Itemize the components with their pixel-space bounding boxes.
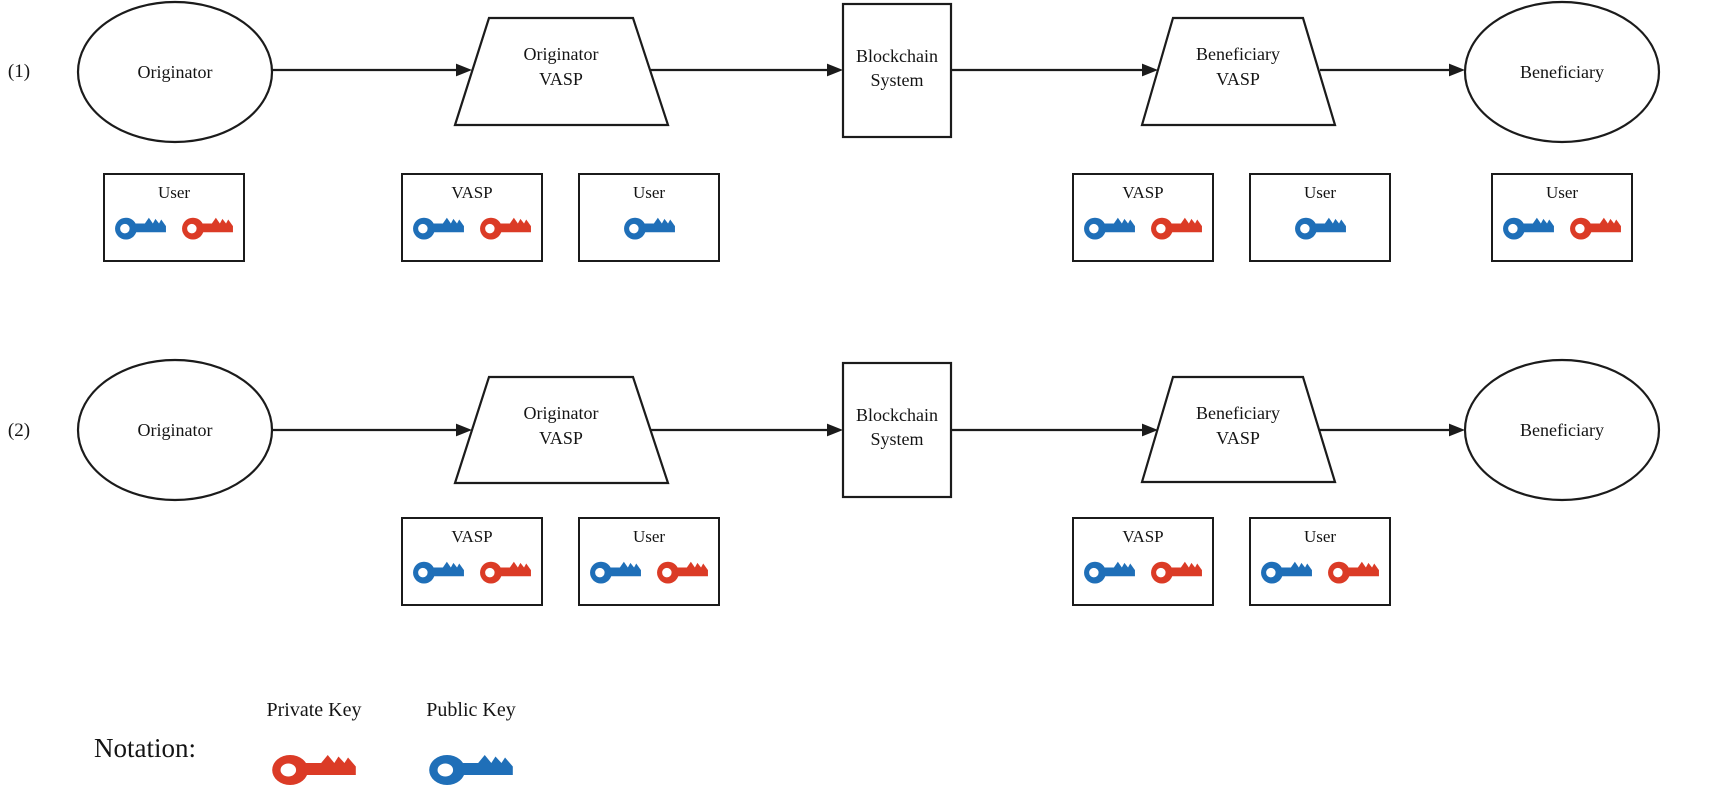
- key-box-vasp-under-beneficiary-vasp-row2: VASP: [1072, 517, 1214, 606]
- blockchain-system-rect-row2: [841, 361, 953, 499]
- arrow-blockchain-to-beneficiary-vasp-row2: [951, 423, 1158, 437]
- arrowhead: [456, 423, 472, 437]
- key-box-label: User: [1303, 183, 1337, 202]
- row-2-index-label: (2): [8, 420, 30, 441]
- beneficiary-label-row1: Beneficiary: [1520, 62, 1604, 82]
- public-key-icon: [413, 561, 464, 584]
- key-box-user-under-beneficiary-row1: User: [1491, 173, 1633, 262]
- beneficiary-ellipse-row2: [1463, 358, 1661, 502]
- arrow-originator-to-vasp-row2: [272, 423, 472, 437]
- key-box-user-under-beneficiary-vasp-row2: User: [1249, 517, 1391, 606]
- legend-public-key: Public Key: [405, 699, 537, 787]
- beneficiary-ellipse-row1: [1463, 0, 1661, 144]
- arrow-blockchain-to-beneficiary-vasp-row1: [951, 63, 1158, 77]
- key-box-vasp-under-originator-vasp-row2: VASP: [401, 517, 543, 606]
- key-box-label: User: [1545, 183, 1579, 202]
- public-key-icon: [623, 217, 675, 240]
- private-key-icon: [657, 561, 708, 584]
- flow-row-2: (2) Originator Originator VASP Blockchai…: [8, 358, 1661, 502]
- arrowhead: [1449, 63, 1465, 77]
- public-key-label: Public Key: [426, 699, 516, 721]
- beneficiary-vasp-label-line2-row1: VASP: [1216, 69, 1260, 89]
- private-key-icon: [182, 217, 233, 240]
- beneficiary-vasp-label-line1-row1: Beneficiary: [1196, 44, 1280, 64]
- public-key-icon: [1261, 561, 1312, 584]
- blockchain-label-line1-row2: Blockchain: [856, 405, 938, 425]
- blockchain-label-line1-row1: Blockchain: [856, 46, 938, 66]
- originator-vasp-trapezoid-row2: [453, 375, 670, 485]
- key-box-label: User: [632, 527, 666, 546]
- flow-row-1: (1) Originator Originator VASP Blockchai…: [8, 0, 1661, 144]
- key-box-label: VASP: [1122, 183, 1164, 202]
- originator-label-row1: Originator: [138, 62, 213, 82]
- arrow-vasp-to-beneficiary-row1: [1320, 63, 1465, 77]
- key-box-vasp-under-beneficiary-vasp-row1: VASP: [1072, 173, 1214, 262]
- private-key-icon: [1570, 217, 1621, 240]
- originator-vasp-label-line1-row2: Originator: [524, 403, 599, 423]
- public-key-icon: [429, 755, 513, 785]
- originator-vasp-label-line2-row2: VASP: [539, 428, 583, 448]
- beneficiary-label-row2: Beneficiary: [1520, 420, 1604, 440]
- key-box-user-under-originator-vasp-row1: User: [578, 173, 720, 262]
- originator-vasp-trapezoid-row1: [453, 16, 670, 127]
- beneficiary-vasp-label-line2-row2: VASP: [1216, 428, 1260, 448]
- key-box-label: User: [1303, 527, 1337, 546]
- private-key-icon: [1151, 561, 1202, 584]
- arrowhead: [1449, 423, 1465, 437]
- arrowhead: [456, 63, 472, 77]
- public-key-icon: [1084, 561, 1135, 584]
- private-key-icon: [480, 217, 531, 240]
- blockchain-label-line2-row1: System: [870, 70, 923, 90]
- public-key-icon: [115, 217, 166, 240]
- originator-vasp-label-line1-row1: Originator: [524, 44, 599, 64]
- key-box-vasp-under-originator-vasp-row1: VASP: [401, 173, 543, 262]
- arrow-vasp-to-beneficiary-row2: [1320, 423, 1465, 437]
- arrowhead: [827, 423, 843, 437]
- public-key-icon: [1503, 217, 1554, 240]
- legend-private-key: Private Key: [248, 699, 380, 787]
- arrowhead: [1142, 423, 1158, 437]
- public-key-icon: [590, 561, 641, 584]
- beneficiary-vasp-trapezoid-row1: [1140, 16, 1337, 127]
- arrow-vasp-to-blockchain-row1: [650, 63, 843, 77]
- key-box-label: User: [157, 183, 191, 202]
- originator-ellipse-row1: [76, 0, 274, 144]
- private-key-icon: [1151, 217, 1202, 240]
- arrowhead: [827, 63, 843, 77]
- arrowhead: [1142, 63, 1158, 77]
- beneficiary-vasp-label-line1-row2: Beneficiary: [1196, 403, 1280, 423]
- private-key-label: Private Key: [266, 699, 362, 721]
- row-1-index-label: (1): [8, 61, 30, 82]
- key-box-user-under-beneficiary-vasp-row1: User: [1249, 173, 1391, 262]
- beneficiary-vasp-trapezoid-row2: [1140, 375, 1337, 484]
- originator-vasp-label-line2-row1: VASP: [539, 69, 583, 89]
- key-box-label: VASP: [451, 527, 493, 546]
- key-box-label: VASP: [1122, 527, 1164, 546]
- notation-title: Notation:: [94, 733, 196, 763]
- public-key-icon: [413, 217, 464, 240]
- private-key-icon: [480, 561, 531, 584]
- private-key-icon: [272, 755, 356, 785]
- arrow-vasp-to-blockchain-row2: [650, 423, 843, 437]
- originator-label-row2: Originator: [138, 420, 213, 440]
- public-key-icon: [1084, 217, 1135, 240]
- private-key-icon: [1328, 561, 1379, 584]
- key-box-user-under-originator-row1: User: [103, 173, 245, 262]
- key-box-label: User: [632, 183, 666, 202]
- blockchain-label-line2-row2: System: [870, 429, 923, 449]
- key-box-label: VASP: [451, 183, 493, 202]
- public-key-icon: [1294, 217, 1346, 240]
- key-box-user-under-originator-vasp-row2: User: [578, 517, 720, 606]
- arrow-originator-to-vasp-row1: [272, 63, 472, 77]
